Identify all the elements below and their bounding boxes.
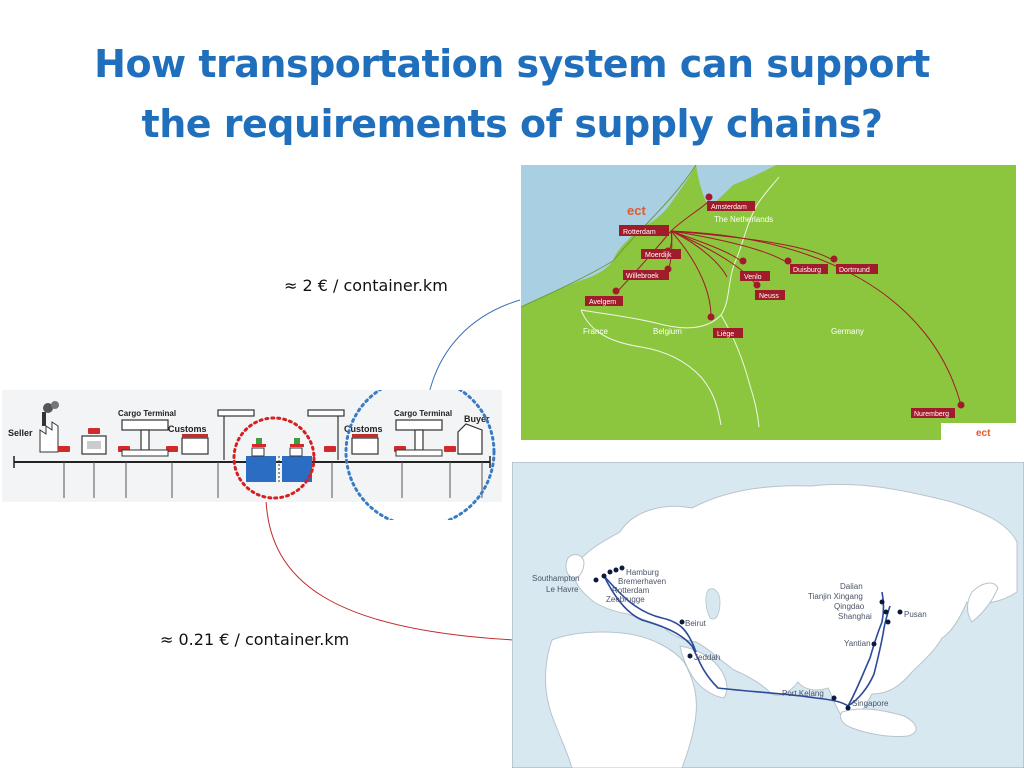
road-connector-line [427,299,521,399]
cargo-terminal-left-icon [121,419,169,457]
port-label-shanghai: Shanghai [838,612,872,621]
title-line-2: the requirements of supply chains? [141,102,883,146]
region-label-germany: Germany [831,327,864,336]
city-tags: Amsterdam Rotterdam Moerdijk Willebroek … [585,201,955,418]
city-tag-nuremberg: Nuremberg [914,411,949,418]
port-label-port-kelang: Port Kelang [782,689,824,698]
city-tag-venlo: Venlo [744,274,762,281]
sea-transport-ring [232,416,316,500]
cargo-terminal-left-label: Cargo Terminal [118,409,176,418]
coast-line [521,165,697,308]
cargo-terminal-right-icon [395,419,443,457]
shipping-routes [603,575,891,707]
city-tag-amsterdam: Amsterdam [711,204,747,211]
sea-cost-label: ≈ 0.21 € / container.km [160,630,350,649]
ect-footer-logo: ect [976,428,991,439]
region-label-netherlands: The Netherlands [714,215,773,224]
customs-left-label: Customs [168,424,207,434]
factory-icon [39,401,59,453]
city-tag-liege: Liège [717,331,734,338]
customs-right-icon [351,434,379,455]
customs-left-icon [181,434,209,455]
city-tag-rotterdam: Rotterdam [623,229,656,236]
world-map: Southampton Le Havre Hamburg Bremerhaven… [512,462,1024,768]
ect-footer-band [941,423,1016,440]
port-label-dalian: Dalian [840,582,863,591]
japan-land [967,582,999,623]
title-line-1: How transportation system can support [94,42,930,86]
africa-land [545,631,697,768]
port-label-qingdao: Qingdao [834,602,865,611]
port-label-beirut: Beirut [685,619,707,628]
port-label-rotterdam: Rotterdam [612,586,650,595]
port-cranes-right [307,409,345,460]
city-tag-moerdijk: Moerdijk [645,252,672,259]
city-tag-neuss: Neuss [759,293,779,300]
ship-icons [246,438,312,482]
port-labels: Southampton Le Havre Hamburg Bremerhaven… [532,568,927,708]
europe-map: The Netherlands France Belgium Germany [521,165,1016,440]
city-tag-dortmund: Dortmund [839,267,870,274]
indonesia-land [839,708,917,737]
slide-title: How transportation system can support th… [0,34,1024,154]
seller-label: Seller [8,428,33,438]
customs-right-label: Customs [344,424,383,434]
port-label-bremerhaven: Bremerhaven [618,577,666,586]
warehouse-icon [81,435,107,455]
port-label-pusan: Pusan [904,610,927,619]
port-label-le-havre: Le Havre [546,585,579,594]
buyer-icon [457,423,483,455]
wadden-sea [696,165,776,207]
port-label-jeddah: Jeddah [694,653,720,662]
british-isles-land [565,554,585,579]
port-label-zeebrugge: Zeebrugge [606,595,645,604]
port-dots [593,565,903,711]
region-label-belgium: Belgium [653,327,682,336]
caspian-sea [705,588,721,620]
port-cranes-left [217,409,255,460]
port-label-hamburg: Hamburg [626,568,659,577]
eurasia-land [571,483,1018,725]
port-label-tianjin: Tianjin Xingang [808,592,863,601]
city-tag-willebroek: Willebroek [626,273,659,280]
ect-logo: ect [627,203,646,218]
cargo-terminal-right-label: Cargo Terminal [394,409,452,418]
supply-chain-diagram: Seller Cargo Terminal Customs [2,390,502,520]
buyer-label: Buyer [464,414,490,424]
north-sea [521,165,696,307]
port-label-yantian: Yantian [844,639,871,648]
road-transport-ring [344,390,496,520]
stage-dividers [63,462,483,498]
city-tag-duisburg: Duisburg [793,267,821,274]
sea-connector-line [265,499,516,641]
city-tag-avelgem: Avelgem [589,299,616,306]
port-label-singapore: Singapore [852,699,889,708]
port-label-southampton: Southampton [532,574,580,583]
road-cost-label: ≈ 2 € / container.km [284,276,448,295]
region-label-france: France [583,327,608,336]
